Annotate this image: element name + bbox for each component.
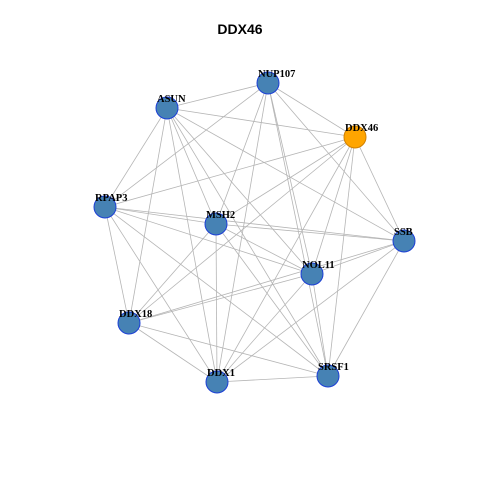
edge-ddx18-srsf1 <box>128 322 329 377</box>
edge-ddx46-srsf1 <box>327 136 356 377</box>
node-srsf1 <box>316 364 340 388</box>
edge-asun-nol11 <box>166 107 313 275</box>
node-label-ddx46: DDX46 <box>345 123 378 134</box>
edge-ddx46-ddx18 <box>128 136 356 324</box>
edge-nup107-rpap3 <box>104 82 269 208</box>
edge-ddx46-ddx1 <box>216 136 356 383</box>
edge-msh2-srsf1 <box>215 223 329 377</box>
node-label-ddx18: DDX18 <box>119 309 152 320</box>
edge-srsf1-ddx1 <box>216 375 329 383</box>
edge-nup107-asun <box>166 82 269 109</box>
edge-msh2-ddx18 <box>128 223 217 324</box>
node-asun <box>155 96 179 120</box>
edge-nup107-ddx1 <box>216 82 269 383</box>
edge-ddx18-ddx1 <box>128 322 218 383</box>
node-ddx1 <box>205 370 229 394</box>
edge-ddx46-nol11 <box>311 136 356 275</box>
edge-asun-msh2 <box>166 107 217 225</box>
edge-asun-rpap3 <box>104 107 168 208</box>
node-label-ssb: SSB <box>394 227 413 238</box>
edge-ssb-srsf1 <box>327 240 405 377</box>
node-label-rpap3: RPAP3 <box>95 193 127 204</box>
nodes-layer <box>93 71 416 394</box>
edge-nup107-nol11 <box>267 82 313 275</box>
edge-asun-ssb <box>166 107 405 242</box>
node-label-srsf1: SRSF1 <box>318 362 349 373</box>
node-label-nol11: NOL11 <box>302 260 335 271</box>
edge-rpap3-msh2 <box>104 206 217 225</box>
node-ddx46 <box>343 125 367 149</box>
edge-nup107-ssb <box>267 82 405 242</box>
edge-msh2-ddx1 <box>215 223 218 383</box>
node-label-nup107: NUP107 <box>258 69 295 80</box>
edge-asun-srsf1 <box>166 107 329 377</box>
node-rpap3 <box>93 195 117 219</box>
edge-asun-ddx46 <box>166 107 356 138</box>
edge-msh2-ssb <box>215 223 405 242</box>
edge-asun-ddx18 <box>128 107 168 324</box>
edge-nol11-ddx1 <box>216 273 313 383</box>
edge-nup107-ddx46 <box>267 82 356 138</box>
edge-rpap3-nol11 <box>104 206 313 275</box>
edge-nup107-srsf1 <box>267 82 329 377</box>
edge-ddx46-rpap3 <box>104 136 356 208</box>
node-label-ddx1: DDX1 <box>207 368 235 379</box>
edge-ddx46-msh2 <box>215 136 356 225</box>
edge-asun-ddx1 <box>166 107 218 383</box>
node-nup107 <box>256 71 280 95</box>
node-label-msh2: MSH2 <box>206 210 235 221</box>
edge-rpap3-ddx18 <box>104 206 130 324</box>
edge-ddx46-ssb <box>354 136 405 242</box>
edge-ssb-nol11 <box>311 240 405 275</box>
node-label-asun: ASUN <box>157 94 186 105</box>
node-ssb <box>392 229 416 253</box>
edge-ssb-ddx1 <box>216 240 405 383</box>
edges-layer <box>104 82 405 383</box>
edge-nol11-srsf1 <box>311 273 329 377</box>
edge-msh2-nol11 <box>215 223 313 275</box>
edge-rpap3-ssb <box>104 206 405 242</box>
node-nol11 <box>300 262 324 286</box>
node-msh2 <box>204 212 228 236</box>
edge-nol11-ddx18 <box>128 273 313 324</box>
figure-title: DDX46 <box>217 21 263 37</box>
node-ddx18 <box>117 311 141 335</box>
edge-ssb-ddx18 <box>128 240 405 324</box>
edge-nup107-msh2 <box>215 82 269 225</box>
edge-rpap3-ddx1 <box>104 206 218 383</box>
